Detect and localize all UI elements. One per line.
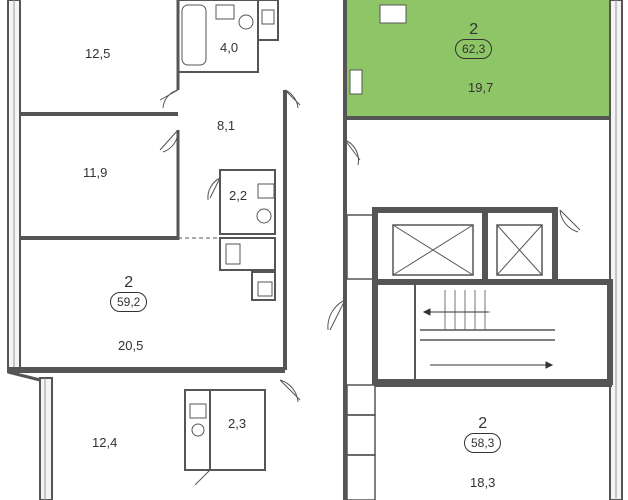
walls <box>7 0 623 500</box>
room-area-label: 18,3 <box>470 475 496 490</box>
doors <box>159 89 581 486</box>
apartment-area: 62,3 <box>455 39 493 59</box>
apartment-badge[interactable]: 2 62,3 <box>455 21 493 59</box>
apartment-badge[interactable]: 2 59,2 <box>110 274 148 312</box>
room-area-label: 2,3 <box>228 416 247 431</box>
fixtures <box>181 4 407 437</box>
apartment-rooms: 2 <box>124 274 134 291</box>
room-area-label: 2,2 <box>229 188 248 203</box>
room-area-label: 20,5 <box>118 338 144 353</box>
room-area-label: 11,9 <box>83 165 108 180</box>
apartment-rooms: 2 <box>469 21 479 38</box>
apartment-area: 59,2 <box>110 292 148 312</box>
apartment-badge[interactable]: 2 58,3 <box>464 415 502 453</box>
apartment-rooms: 2 <box>478 415 488 432</box>
room-area-label: 12,4 <box>92 435 118 450</box>
apartment-area: 58,3 <box>464 433 502 453</box>
room-area-label: 12,5 <box>85 46 111 61</box>
room-area-label: 19,7 <box>468 80 494 95</box>
room-area-label: 8,1 <box>217 118 236 133</box>
room-area-label: 4,0 <box>220 40 239 55</box>
stair-arrows <box>422 308 554 369</box>
